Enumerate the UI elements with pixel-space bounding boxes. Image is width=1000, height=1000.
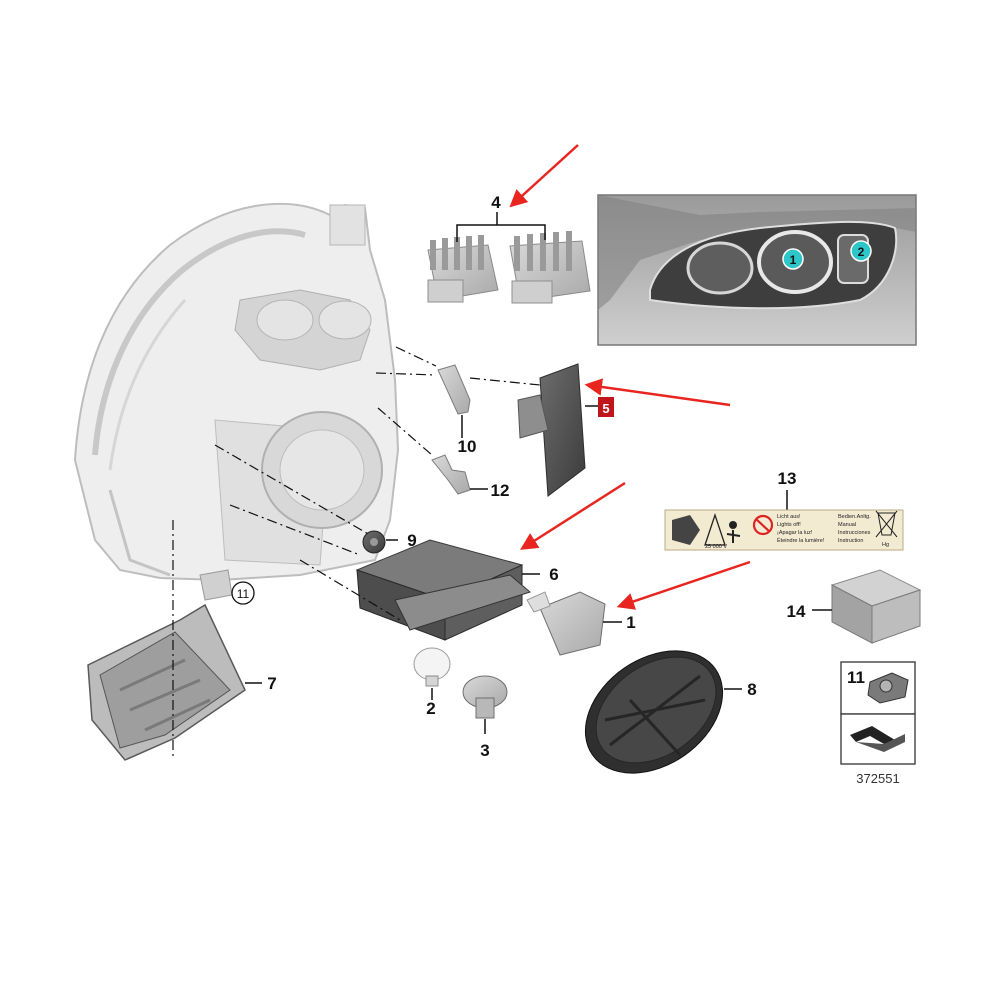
part-number-12: 12 xyxy=(491,481,510,500)
label-13-right-2: Manual xyxy=(838,522,856,528)
part-4-led-modules xyxy=(427,212,591,304)
label-13-line-1: Licht aus! xyxy=(777,514,801,520)
label-13-right-1: Bedien.Anltg. xyxy=(838,514,871,520)
part-3-socket xyxy=(462,675,508,734)
part-number-3: 3 xyxy=(480,741,489,760)
part-10-bracket xyxy=(437,364,471,438)
part-13-warning-label: 25 000 V Licht aus! Lights off! ¡Apagar … xyxy=(664,490,904,551)
inset-callout-1-marker xyxy=(782,248,804,270)
part-number-11-circled: 11 xyxy=(237,587,250,601)
part-9-nut xyxy=(362,530,398,554)
part-2-bulb xyxy=(413,647,451,700)
legend-11-box xyxy=(840,661,916,715)
part-5-control-unit xyxy=(517,363,614,497)
part-number-8: 8 xyxy=(747,680,756,699)
part-number-5: 5 xyxy=(602,401,609,416)
assembly-lines xyxy=(172,346,541,760)
diagram-id: 372551 xyxy=(856,771,899,786)
label-13-line-4: Éteindre la lumière! xyxy=(777,537,825,544)
part-number-9: 9 xyxy=(407,531,416,550)
headlight-housing xyxy=(73,202,400,582)
label-13-line-2: Lights off! xyxy=(777,522,801,528)
legend-number-11: 11 xyxy=(847,668,865,687)
inset-callout-1: 1 xyxy=(790,253,797,267)
part-8-cover-cap xyxy=(584,650,742,774)
part-number-10: 10 xyxy=(458,437,477,456)
part-number-7: 7 xyxy=(267,674,276,693)
highlight-arrows xyxy=(509,144,751,610)
label-13-right-3: Instrucciones xyxy=(838,530,871,536)
part-7-mount-bracket xyxy=(87,603,262,761)
label-13-line-3: ¡Apagar la luz! xyxy=(777,530,813,536)
label-13-voltage: 25 000 V xyxy=(705,544,727,550)
part-number-4: 4 xyxy=(491,193,501,212)
part-number-13: 13 xyxy=(778,469,797,488)
label-13-right-4: Instruction xyxy=(838,538,863,544)
part-number-2: 2 xyxy=(426,699,435,718)
part-number-1: 1 xyxy=(626,613,635,632)
label-13-hg: Hg xyxy=(882,542,889,548)
part-14-box xyxy=(812,569,922,644)
part-11-mount xyxy=(199,569,255,605)
inset-callout-2: 2 xyxy=(858,245,865,259)
part-number-6: 6 xyxy=(549,565,558,584)
part-number-14: 14 xyxy=(787,602,806,621)
legend-arrow-box xyxy=(840,713,916,765)
inset-photo-headlight: 1 2 xyxy=(597,194,917,346)
inset-callout-2-marker xyxy=(850,240,872,262)
part-6-ballast xyxy=(355,539,540,641)
part-12-clip xyxy=(431,454,488,495)
part-1-led-driver xyxy=(526,591,622,656)
